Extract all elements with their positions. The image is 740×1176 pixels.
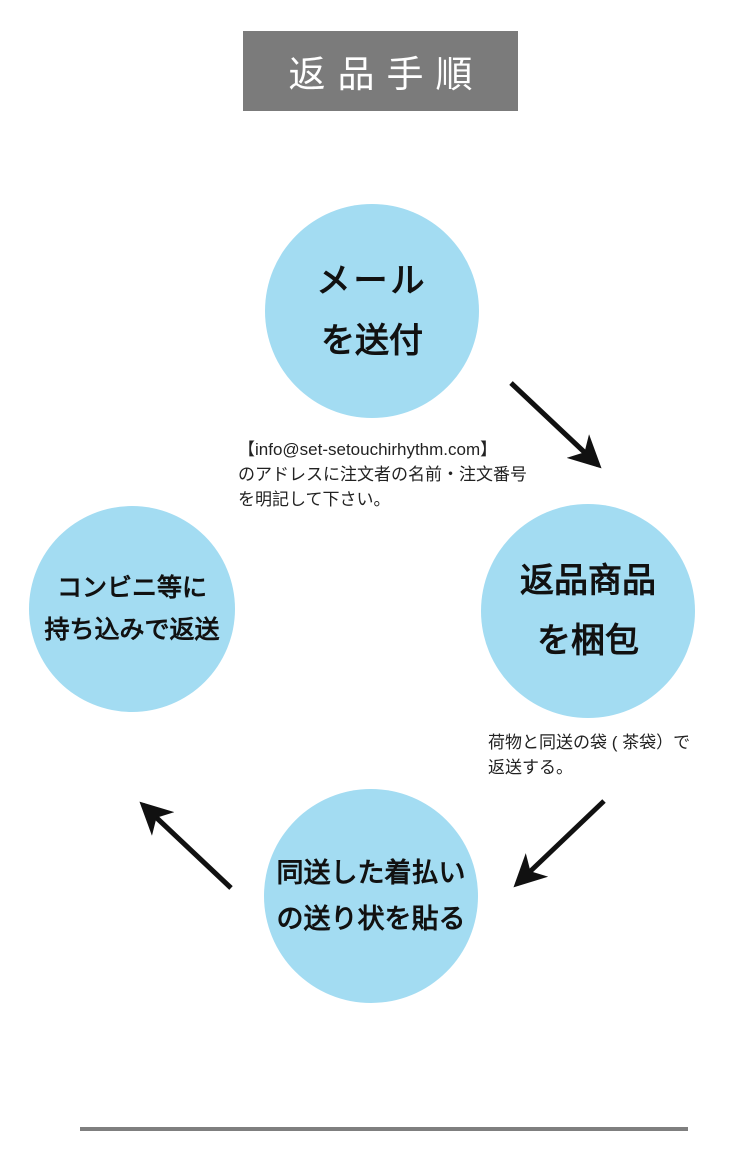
step-circle-attach-cod-label: 同送した着払い の送り状を貼る	[264, 789, 478, 1003]
step-label-line: コンビニ等に	[56, 574, 207, 602]
note-return-bag: 荷物と同送の袋 ( 茶袋）で 返送する。	[488, 730, 690, 780]
step-circle-send-email: メール を送付	[265, 204, 479, 418]
bottom-divider	[80, 1127, 688, 1131]
page-title: 返品手順	[288, 54, 485, 95]
step-label-line: 持ち込みで返送	[44, 616, 220, 644]
step-circle-pack-return-item: 返品商品 を梱包	[481, 504, 695, 718]
note-line: 返送する。	[488, 758, 573, 777]
note-line: 荷物と同送の袋 ( 茶袋）で	[488, 733, 691, 752]
step-label-line: 同送した着払い	[276, 858, 466, 888]
step-label-line: メール	[316, 262, 428, 300]
step-label-line: の送り状を貼る	[276, 904, 466, 934]
step-circle-drop-off-at-convenience-store: コンビニ等に 持ち込みで返送	[29, 506, 235, 712]
arrow-step2-to-step3-icon	[513, 799, 606, 888]
step-label-line: を送付	[321, 322, 423, 360]
note-email-address: 【info@set-setouchirhythm.com】 のアドレスに注文者の…	[238, 437, 527, 512]
note-line: を明記して下さい。	[238, 490, 391, 509]
step-label-line: 返品商品	[520, 562, 656, 600]
page-title-banner: 返品手順	[243, 31, 518, 111]
note-line: 【info@set-setouchirhythm.com】	[238, 440, 498, 459]
arrow-step3-to-step4-icon	[139, 801, 233, 890]
note-line: のアドレスに注文者の名前・注文番号	[238, 465, 527, 484]
step-label-line: を梱包	[537, 622, 639, 660]
